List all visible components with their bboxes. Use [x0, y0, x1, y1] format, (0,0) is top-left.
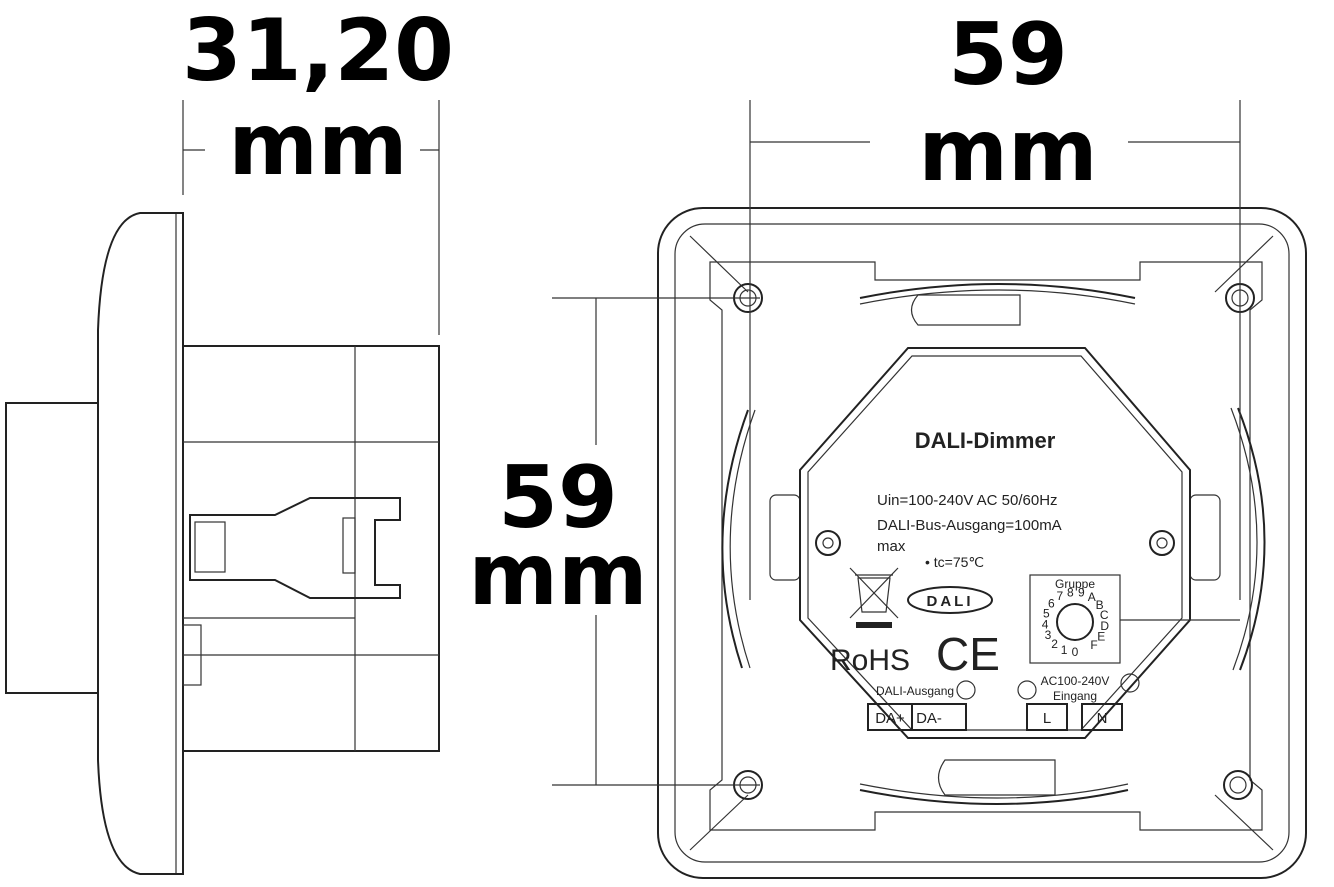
depth-unit: mm: [228, 95, 407, 195]
group-label: Gruppe: [1055, 577, 1095, 591]
input-label-2: Eingang: [1053, 689, 1097, 703]
spec-line-2: DALI-Bus-Ausgang=100mA: [877, 517, 1062, 534]
device-title: DALI-Dimmer: [915, 428, 1056, 453]
outer-frame: [657, 207, 1307, 879]
weee-bin-icon: [849, 567, 899, 628]
height-unit: mm: [468, 525, 647, 625]
side-terminal-clip: [189, 497, 401, 599]
dial-digit: 3: [1045, 628, 1052, 642]
dial-digit: 1: [1061, 643, 1068, 657]
dial-digit: D: [1100, 619, 1109, 633]
terminal-n: [1081, 703, 1123, 731]
dial-digit: C: [1100, 608, 1109, 622]
side-view: 31,20 mm: [5, 1, 454, 875]
dial-digit: 9: [1078, 586, 1085, 600]
terminal-l: [1026, 703, 1068, 731]
side-body: [182, 345, 440, 752]
dali-logo: [907, 586, 993, 614]
spec-line-1: Uin=100-240V AC 50/60Hz: [877, 492, 1058, 509]
svg-text:L: L: [1043, 710, 1051, 727]
ce-mark: CE: [936, 628, 1000, 680]
dimmer-module: [799, 347, 1191, 739]
side-cover: [97, 212, 184, 875]
screw-hole-bottom-right: [1223, 770, 1253, 800]
spec-line-3: max: [877, 538, 906, 555]
dial-digit: 7: [1056, 589, 1063, 603]
svg-text:DALI: DALI: [927, 593, 974, 610]
svg-text:N: N: [1097, 710, 1108, 727]
svg-text:DA+: DA+: [875, 710, 905, 727]
dial-digit: 6: [1048, 596, 1055, 610]
dial-digit: A: [1088, 590, 1096, 604]
group-dial: [1056, 603, 1094, 641]
rohs-mark: RoHS: [830, 644, 910, 677]
front-view: DALI-Dimmer Uin=100-240V AC 50/60Hz DALI…: [468, 5, 1307, 879]
width-unit: mm: [918, 101, 1097, 201]
input-label-1: AC100-240V: [1041, 674, 1110, 688]
tc-rating: • tc=75℃: [925, 554, 984, 570]
dial-digit: E: [1097, 630, 1105, 644]
module-screw-left: [815, 530, 841, 556]
module-screw-right: [1149, 530, 1175, 556]
width-value: 59: [948, 5, 1068, 105]
dial-digit: 0: [1072, 645, 1079, 659]
depth-value: 31,20: [182, 1, 454, 101]
terminal-da-minus: [911, 703, 967, 731]
dial-digit: 4: [1042, 617, 1049, 631]
dial-digit: 5: [1043, 606, 1050, 620]
output-label: DALI-Ausgang: [876, 684, 954, 698]
svg-text:DA-: DA-: [916, 710, 942, 727]
height-value: 59: [498, 448, 618, 548]
dial-digit: F: [1090, 638, 1097, 652]
dial-digit: 8: [1067, 585, 1074, 599]
dial-digit: 2: [1051, 637, 1058, 651]
dial-digit: B: [1096, 598, 1104, 612]
side-knob: [5, 402, 99, 694]
inner-frame: [674, 223, 1290, 863]
